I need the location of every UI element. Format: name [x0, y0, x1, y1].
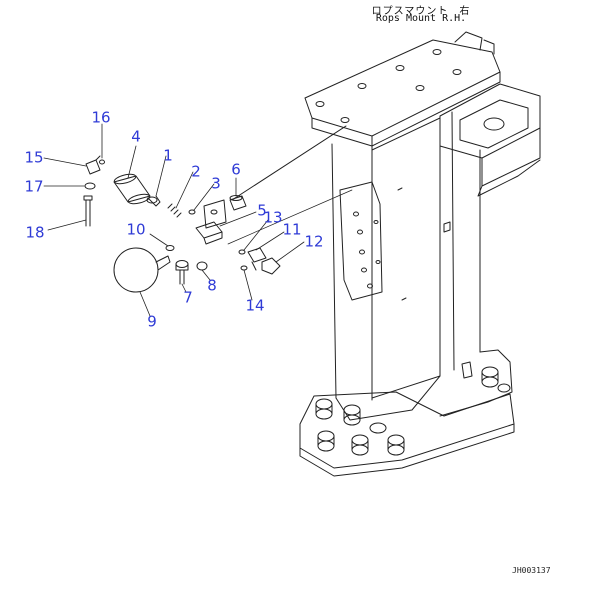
part-7-bolt: [175, 260, 189, 285]
part-6-pin: [229, 195, 247, 211]
callout-16: 16: [91, 108, 111, 127]
part-8-washer: [196, 261, 208, 271]
leader-lines: [43, 123, 305, 317]
part-5-bracket: [195, 199, 227, 245]
part-1-fitting: [146, 195, 161, 207]
callout-13: 13: [263, 208, 283, 227]
part-4-sleeve: [113, 173, 151, 205]
callout-1: 1: [163, 146, 173, 165]
callout-15: 15: [24, 148, 44, 167]
callout-8: 8: [207, 276, 217, 295]
part-11-elbow: [247, 247, 267, 271]
callout-18: 18: [25, 223, 45, 242]
callout-6: 6: [231, 160, 241, 179]
callout-10: 10: [126, 220, 146, 239]
part-15-elbow: [85, 155, 101, 175]
callout-17: 17: [24, 177, 44, 196]
callout-7: 7: [183, 288, 193, 307]
part-18-pipe: [83, 195, 93, 227]
part-10-oring: [165, 245, 175, 251]
callout-14: 14: [245, 296, 265, 315]
part-3-oring: [188, 209, 196, 215]
part-13-oring: [238, 249, 246, 255]
part-12-fitting: [261, 257, 281, 275]
part-2-spring: [167, 203, 182, 218]
callout-12: 12: [304, 232, 324, 251]
callout-4: 4: [131, 127, 141, 146]
callout-3: 3: [211, 174, 221, 193]
base-bolts: [315, 366, 511, 456]
drawing-id: JH003137: [512, 566, 551, 575]
title-english: Rops Mount R.H.: [375, 13, 467, 24]
part-9-knob: [113, 247, 171, 293]
callout-5: 5: [257, 201, 267, 220]
part-17-oring: [84, 182, 96, 190]
part-16-oring: [99, 159, 105, 165]
callout-9: 9: [147, 312, 157, 331]
callout-2: 2: [191, 162, 201, 181]
part-14-oring: [240, 265, 248, 271]
callout-11: 11: [282, 220, 302, 239]
title-japanese: ロプスマウント 右: [371, 6, 471, 17]
rops-mount-post: [299, 31, 541, 477]
